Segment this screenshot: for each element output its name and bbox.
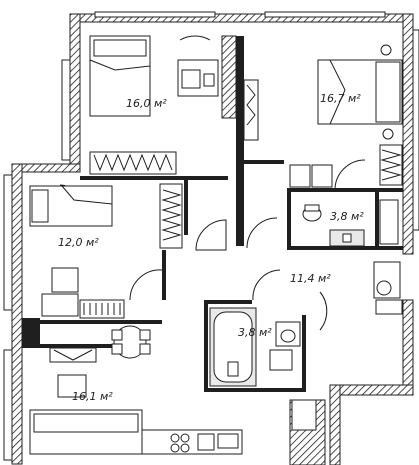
bedroom-1-furniture [89, 35, 259, 175]
bedroom-2-area-label: 16,7 м² [320, 92, 361, 105]
hallway-fixtures [373, 261, 403, 315]
bedroom-3-furniture [29, 183, 183, 319]
bedroom-3-area-label: 12,0 м² [58, 236, 99, 249]
bathroom-2-area-label: 3,8 м² [238, 326, 272, 339]
bedroom-2-furniture [317, 44, 403, 186]
bathroom-2-fixtures [209, 307, 301, 387]
hallway-area-label: 11,4 м² [290, 272, 331, 285]
interior-walls [22, 35, 403, 392]
bedroom-1-area-label: 16,0 м² [126, 97, 167, 110]
kitchen-living-area-label: 16,1 м² [72, 390, 113, 403]
room-labels: 16,0 м² 16,7 м² 3,8 м² 12,0 м² 11,4 м² 3… [58, 92, 364, 403]
doors [59, 35, 366, 331]
kitchen-living-furniture [29, 325, 317, 455]
bathroom-1-area-label: 3,8 м² [330, 210, 364, 223]
bathroom-1-fixtures [289, 164, 399, 247]
